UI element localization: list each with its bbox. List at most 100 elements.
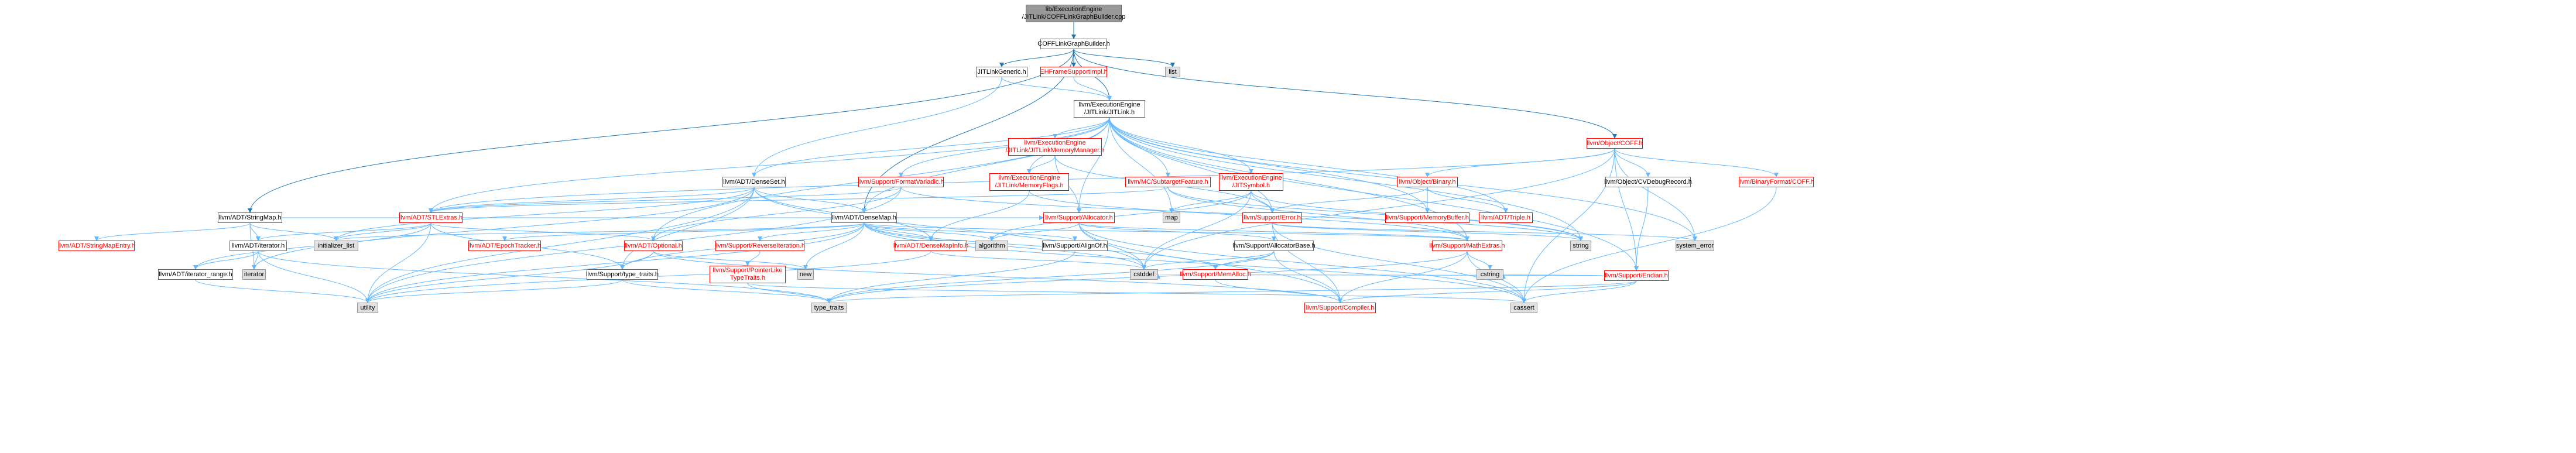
- edge-adt-iterator-to-utility: [258, 250, 370, 303]
- edge-allocator-base-to-type-traits: [827, 250, 1275, 303]
- node-support-allocator[interactable]: llvm/Support/Allocator.h: [1043, 212, 1115, 223]
- node-memory-flags[interactable]: llvm/ExecutionEngine /JITLink/MemoryFlag…: [989, 173, 1069, 191]
- edge-cv-debug-to-support-endian: [1634, 187, 1649, 271]
- node-string-map-entry[interactable]: llvm/ADT/StringMapEntry.h: [58, 241, 135, 251]
- node-adt-iterator[interactable]: llvm/ADT/iterator.h: [229, 241, 287, 251]
- node-jitlink-generic[interactable]: JITLinkGeneric.h: [976, 67, 1027, 77]
- node-iterator-range[interactable]: llvm/ADT/iterator_range.h: [158, 269, 233, 280]
- edge-jitlink-h-to-memory-buffer: [1109, 117, 1430, 213]
- node-cv-debug[interactable]: llvm/Object/CVDebugRecord.h: [1604, 177, 1692, 187]
- node-dense-map[interactable]: llvm/ADT/DenseMap.h: [831, 212, 897, 223]
- edge-support-endian-to-cstring: [1502, 274, 1605, 279]
- edge-support-endian-to-type-traits: [827, 280, 1637, 303]
- node-support-endian[interactable]: llvm/Support/Endian.h: [1604, 270, 1669, 281]
- edge-jitlink-h-to-support-error: [1109, 117, 1275, 213]
- edge-jitlink-h-to-adt-triple: [1109, 117, 1508, 213]
- node-adt-triple[interactable]: llvm/ADT/Triple.h: [1479, 212, 1533, 223]
- node-support-error[interactable]: llvm/Support/Error.h: [1242, 212, 1302, 223]
- node-list: list: [1165, 67, 1180, 77]
- edge-support-allocator-to-compiler: [1078, 222, 1342, 303]
- node-math-extras[interactable]: llvm/Support/MathExtras.h: [1430, 241, 1505, 251]
- node-dense-set[interactable]: llvm/ADT/DenseSet.h: [722, 177, 786, 187]
- edge-pointer-like-to-cassert: [747, 283, 1526, 303]
- edge-dense-set-to-iterator: [252, 187, 755, 270]
- edge-object-coff-to-cstddef: [1142, 148, 1615, 270]
- edge-jitlink-h-to-mc-subtarget: [1109, 117, 1170, 177]
- edge-jitlink-h-to-string: [1109, 117, 1583, 241]
- node-reverse-iteration[interactable]: llvm/Support/ReverseIteration.h: [715, 241, 805, 251]
- edge-math-extras-to-compiler: [1338, 250, 1468, 303]
- node-initializer-list: initializer_list: [314, 241, 358, 251]
- edge-dense-map-to-math-extras: [864, 222, 1469, 241]
- node-string-map[interactable]: llvm/ADT/StringMap.h: [218, 212, 282, 223]
- edge-jitlink-generic-to-jitlink-h: [1001, 77, 1112, 101]
- edge-adt-optional-to-compiler: [653, 250, 1342, 303]
- edge-support-error-to-string: [1272, 222, 1583, 241]
- edge-jitlink-h-to-jitlink-memmgr: [1053, 117, 1110, 139]
- edge-support-allocator-to-math-extras: [1078, 222, 1469, 241]
- edge-string-map-to-string-map-entry: [94, 222, 251, 241]
- edge-adt-iterator-to-iterator-range: [193, 250, 259, 270]
- node-coff-builder[interactable]: COFFLinkGraphBuilder.h: [1037, 39, 1110, 49]
- node-format-variadic[interactable]: llvm/Support/FormatVariadic.h: [858, 177, 944, 187]
- node-mem-alloc[interactable]: llvm/Support/MemAlloc.h: [1180, 269, 1251, 280]
- node-cstring: cstring: [1477, 269, 1503, 280]
- edge-pointer-like-to-type-traits: [747, 283, 831, 303]
- node-dense-map-info[interactable]: llvm/ADT/DenseMapInfo.h: [893, 241, 968, 251]
- edge-stl-extras-to-adt-optional: [430, 222, 656, 241]
- edge-string-map-to-initializer-list: [249, 222, 338, 241]
- node-system-error: system_error: [1676, 241, 1714, 251]
- node-compiler[interactable]: llvm/Support/Compiler.h: [1304, 303, 1376, 313]
- edge-stl-extras-to-iterator-range: [193, 222, 431, 270]
- node-align-of[interactable]: llvm/Support/AlignOf.h: [1042, 241, 1108, 251]
- edge-support-allocator-to-allocator-base: [1078, 222, 1276, 241]
- edge-dense-map-to-align-of: [864, 222, 1077, 241]
- node-adt-optional[interactable]: llvm/ADT/Optional.h: [624, 241, 683, 251]
- edge-support-allocator-to-cstddef: [1078, 222, 1146, 270]
- edge-mc-subtarget-to-stl-extras: [429, 187, 1169, 213]
- edge-coff-builder-to-jitlink-generic: [999, 49, 1074, 67]
- edge-jit-symbol-to-map: [1169, 190, 1252, 213]
- edge-allocator-base-to-cstddef: [1142, 250, 1275, 270]
- edge-coff-builder-to-object-coff: [1073, 49, 1617, 139]
- node-pointer-like[interactable]: llvm/Support/PointerLike TypeTraits.h: [710, 266, 786, 283]
- edge-jitlink-h-to-format-variadic: [899, 117, 1110, 177]
- edge-format-variadic-to-adt-optional: [651, 187, 902, 241]
- node-jit-symbol[interactable]: llvm/ExecutionEngine /JITSymbol.h: [1219, 173, 1283, 191]
- node-iterator: iterator: [242, 269, 266, 280]
- edge-stl-extras-to-adt-iterator: [256, 222, 431, 241]
- node-object-binary[interactable]: llvm/Object/Binary.h: [1397, 177, 1458, 187]
- edge-eh-frame-to-jitlink-h: [1073, 77, 1112, 101]
- node-allocator-base[interactable]: llvm/Support/AllocatorBase.h: [1232, 241, 1316, 251]
- node-type-traits-h[interactable]: llvm/Support/type_traits.h: [586, 269, 659, 280]
- edge-support-endian-to-compiler: [1338, 280, 1637, 303]
- edge-object-coff-to-support-endian: [1614, 148, 1639, 271]
- node-memory-buffer[interactable]: llvm/Support/MemoryBuffer.h: [1385, 212, 1469, 223]
- edge-dense-set-to-stl-extras: [429, 187, 755, 213]
- node-mc-subtarget[interactable]: llvm/MC/SubtargetFeature.h: [1125, 177, 1211, 187]
- edge-reverse-iteration-to-pointer-like: [745, 250, 761, 266]
- edge-jitlink-h-to-map: [1109, 117, 1174, 213]
- edge-string-map-to-adt-iterator: [249, 222, 261, 241]
- node-epoch-tracker[interactable]: llvm/ADT/EpochTracker.h: [468, 241, 541, 251]
- edge-dense-map-to-dense-map-info: [864, 222, 933, 241]
- node-cstddef: cstddef: [1130, 269, 1158, 280]
- node-eh-frame[interactable]: EHFrameSupportImpl.h: [1040, 67, 1108, 77]
- edge-iterator-range-to-utility: [195, 279, 370, 303]
- node-stl-extras[interactable]: llvm/ADT/STLExtras.h: [399, 212, 463, 223]
- edge-dense-set-to-type-traits-h: [620, 187, 755, 270]
- edge-dense-map-to-algorithm: [864, 222, 994, 241]
- edge-jitlink-h-to-support-endian: [1109, 117, 1639, 271]
- node-jitlink-memmgr[interactable]: llvm/ExecutionEngine /JITLink/JITLinkMem…: [1006, 138, 1104, 156]
- edge-dense-map-to-new: [803, 222, 865, 270]
- node-object-coff[interactable]: llvm/Object/COFF.h: [1587, 138, 1643, 149]
- edge-binary-format-coff-to-cassert: [1522, 187, 1777, 303]
- node-utility: utility: [357, 303, 378, 313]
- edge-coff-builder-to-string-map: [248, 49, 1074, 213]
- node-jitlink-h[interactable]: llvm/ExecutionEngine /JITLink/JITLink.h: [1074, 100, 1145, 118]
- edge-jitlink-memmgr-to-memory-flags: [1027, 155, 1056, 174]
- edge-stl-extras-to-utility: [365, 222, 431, 303]
- edge-dense-map-to-initializer-list: [334, 222, 865, 241]
- node-binary-format-coff[interactable]: llvm/BinaryFormat/COFF.h: [1738, 177, 1814, 187]
